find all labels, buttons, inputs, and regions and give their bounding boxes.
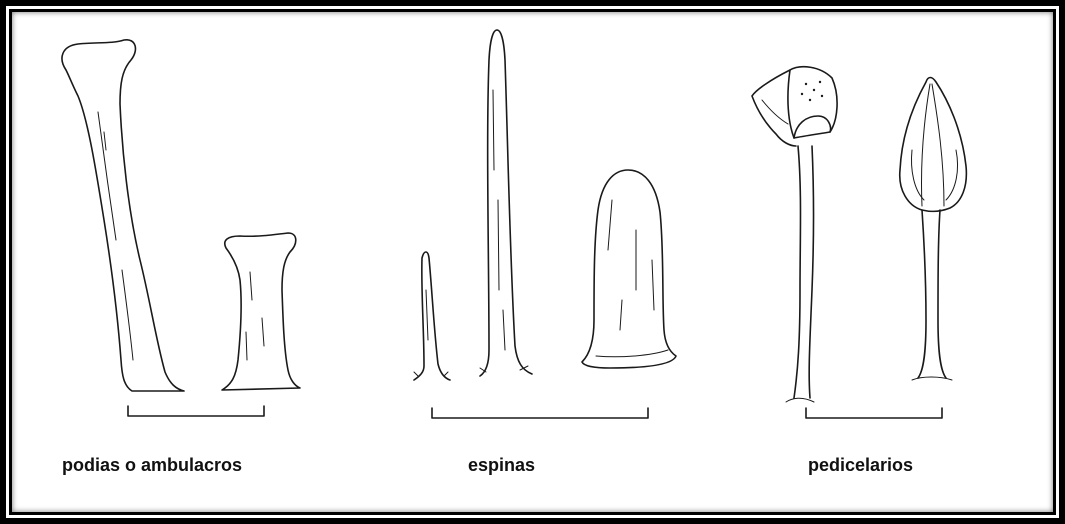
spine-small (414, 252, 450, 380)
scale-bar-espinas (432, 408, 648, 418)
scale-bar-podias (128, 406, 264, 416)
pedicellaria-closed (900, 78, 967, 381)
spine-tall (480, 30, 532, 376)
caption-espinas: espinas (468, 455, 535, 476)
pedicellaria-open (752, 67, 837, 402)
podia-tall (62, 40, 184, 391)
scale-bar-pedicelarios (806, 408, 942, 418)
podia-short (222, 233, 300, 390)
caption-pedicelarios: pedicelarios (808, 455, 913, 476)
caption-podias: podias o ambulacros (62, 455, 242, 476)
spine-blunt (582, 170, 676, 368)
